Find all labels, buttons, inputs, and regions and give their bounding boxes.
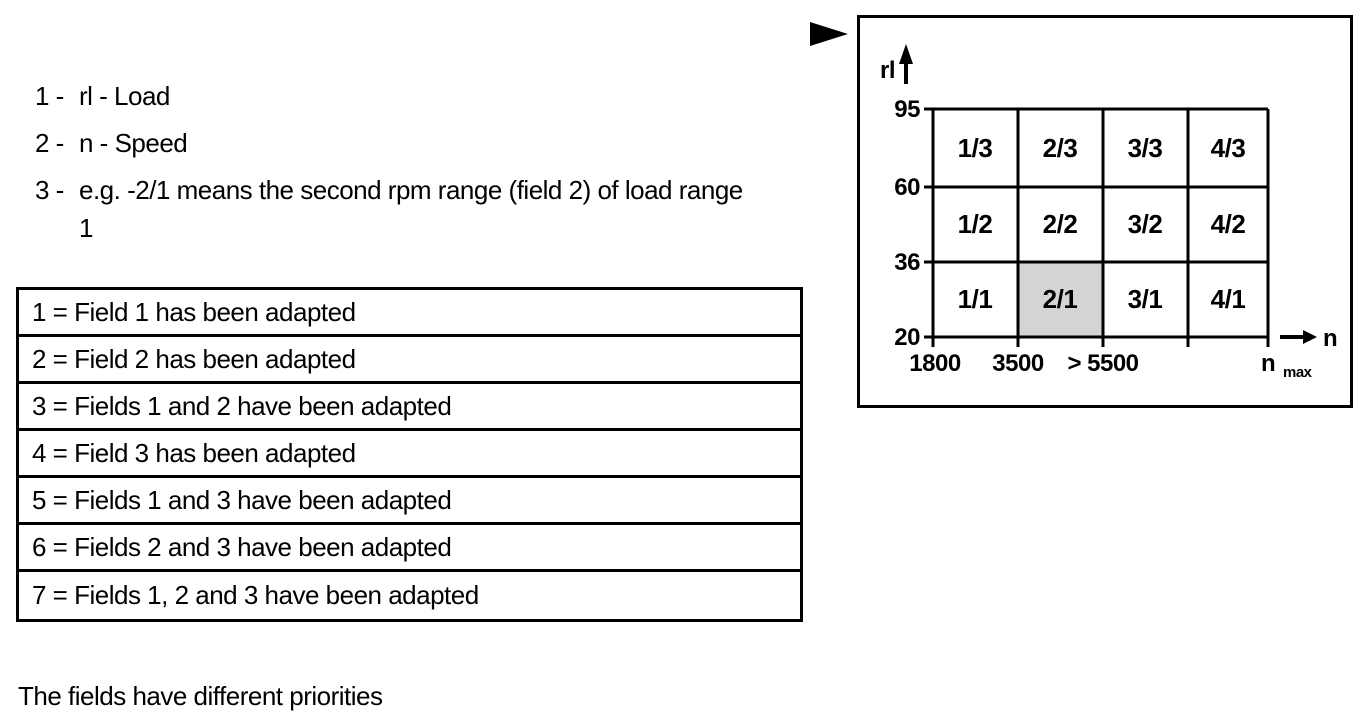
footer-note: The fields have different priorities <box>18 681 383 711</box>
legend-item-number: 3 - <box>35 175 64 205</box>
table-row: 3 = Fields 1 and 2 have been adapted <box>19 384 800 431</box>
load-speed-diagram: rl 95 60 36 20 1/3 2/3 3/3 4/3 1/2 2/2 3… <box>857 15 1353 408</box>
grid-cell-label: 2/2 <box>1043 209 1078 239</box>
x-tick-label: 1800 <box>909 350 961 377</box>
y-tick-label: 36 <box>894 249 920 276</box>
legend-item-3: 3 - e.g. -2/1 means the second rpm range… <box>35 171 795 247</box>
figure-pointer-icon <box>810 22 848 46</box>
grid-cell-label: 1/3 <box>958 133 993 163</box>
x-tick-label: > 5500 <box>1067 350 1138 377</box>
grid-cell-label: 1/2 <box>958 209 993 239</box>
grid-cell-label-accent: 4/3 <box>1211 133 1246 163</box>
x-tick-label: 3500 <box>992 350 1044 377</box>
table-row: 7 = Fields 1, 2 and 3 have been adapted <box>32 580 479 610</box>
x-axis-label: n <box>1323 325 1337 352</box>
table-row: 1 = Field 1 has been adapted <box>19 290 800 337</box>
grid-cell-label-accent: 4/1 <box>1211 284 1246 314</box>
highlighted-cell <box>1018 262 1103 337</box>
legend-item-2: 2 - n - Speed <box>35 124 795 162</box>
grid-cell-label: 3/1 <box>1128 284 1163 314</box>
diagram-svg: rl 95 60 36 20 1/3 2/3 3/3 4/3 1/2 2/2 3… <box>880 44 1338 381</box>
legend-item-number: 2 - <box>35 128 64 158</box>
legend-item-1: 1 - rl - Load <box>35 77 795 115</box>
y-axis-label: rl <box>880 57 895 84</box>
table-row: 2 = Field 2 has been adapted <box>19 337 800 384</box>
x-max-label: n <box>1261 350 1275 377</box>
grid-cell-label-accent: 4/2 <box>1211 209 1246 239</box>
grid-cell-label: 2/3 <box>1043 133 1078 163</box>
y-tick-label: 95 <box>894 96 920 123</box>
y-axis-arrowhead-icon <box>899 44 913 64</box>
grid-cell-label: 1/1 <box>958 284 993 314</box>
legend-item-text: e.g. -2/1 means the second rpm range (fi… <box>79 175 743 205</box>
x-axis-arrowhead-icon <box>1303 330 1317 344</box>
legend-item-number: 1 - <box>35 81 64 111</box>
grid-cell-label: 3/2 <box>1128 209 1163 239</box>
grid-cell-label: 3/3 <box>1128 133 1163 163</box>
legend-item-text: rl - Load <box>79 81 170 111</box>
table-row: 6 = Fields 2 and 3 have been adapted <box>19 525 800 572</box>
table-row: 5 = Fields 1 and 3 have been adapted <box>19 478 800 525</box>
y-tick-label: 60 <box>894 174 920 201</box>
y-tick-label: 20 <box>894 324 920 351</box>
status-code-table: 1 = Field 1 has been adapted 2 = Field 2… <box>16 287 803 622</box>
legend-item-text: n - Speed <box>79 128 188 158</box>
table-row: 4 = Field 3 has been adapted <box>19 431 800 478</box>
legend-item-text-wrap: 1 <box>79 213 93 243</box>
x-max-subscript: max <box>1283 364 1313 381</box>
grid-cell-label-highlighted: 2/1 <box>1043 284 1078 314</box>
